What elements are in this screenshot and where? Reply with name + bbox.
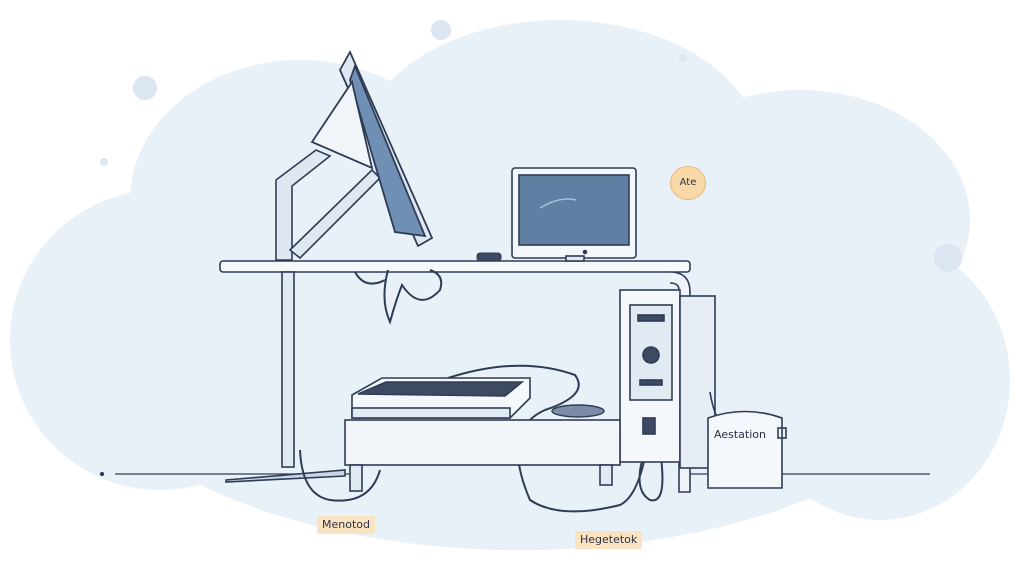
- decorative-dots: [100, 20, 962, 272]
- desk-foot: [225, 469, 346, 483]
- label-hegetetok: Hegetetok: [575, 531, 643, 549]
- mouse: [551, 404, 605, 418]
- tilted-monitor: [310, 49, 434, 248]
- desk-pole: [281, 271, 295, 468]
- background-cloud: [10, 20, 1010, 550]
- label-bubble-ate: Ate: [670, 166, 706, 200]
- label-menotod: Menotod: [317, 516, 375, 534]
- phone-on-desk: [476, 252, 502, 262]
- side-box: [707, 391, 787, 489]
- desk-top: [219, 260, 691, 273]
- platform: [344, 419, 621, 492]
- keyboard-device: [351, 377, 531, 419]
- desk-monitor: [511, 167, 637, 262]
- label-aestation: Aestation: [714, 428, 766, 441]
- pc-tower: [619, 289, 716, 469]
